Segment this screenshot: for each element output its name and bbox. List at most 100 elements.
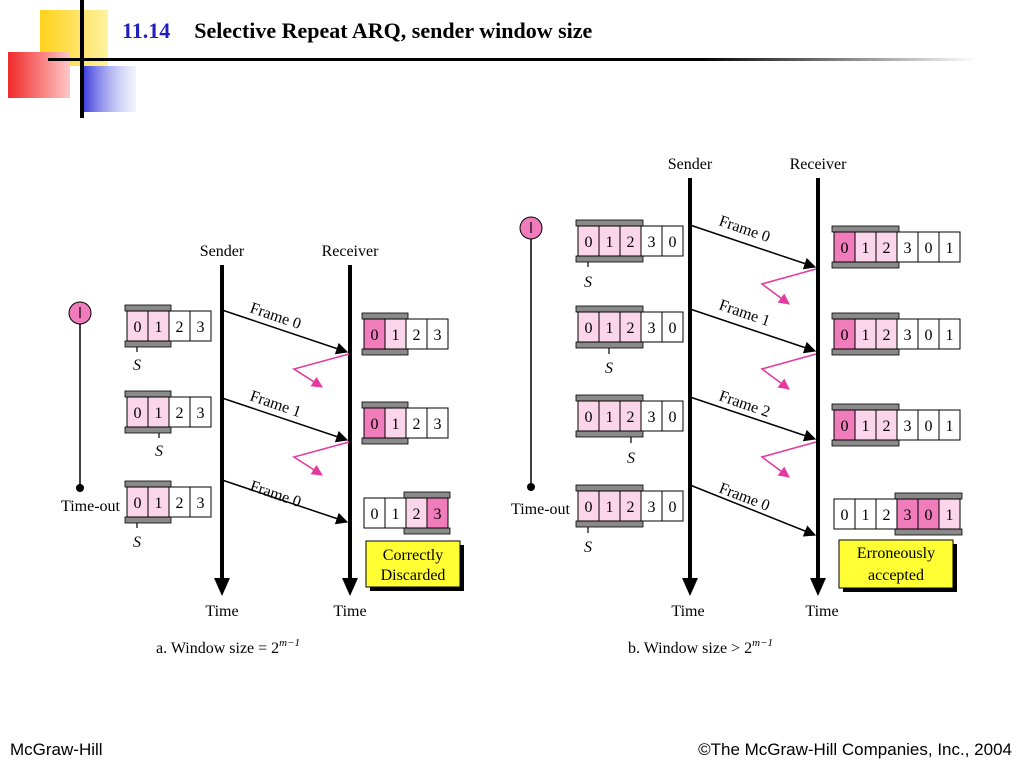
sender-time-arrowhead-a <box>214 578 230 596</box>
frame-label-b-0: Frame 0 <box>717 213 773 246</box>
diagram-a: Sender Receiver Time Time Time-out Frame… <box>61 243 464 657</box>
window-cell <box>426 497 449 529</box>
frame-arrow-a-2 <box>221 479 349 525</box>
frame-arrow-b-2 <box>689 396 817 442</box>
window-cell-number: 0 <box>925 327 933 344</box>
window-bottom-bar <box>124 516 172 524</box>
frame-arrow-b-1 <box>689 308 817 354</box>
window-cell-number: 3 <box>904 327 912 344</box>
window-cell-number: 0 <box>585 409 593 426</box>
window-cell <box>938 498 961 530</box>
note-line2-b: accepted <box>868 567 924 584</box>
lost-ack-arrow-b-0 <box>760 268 817 305</box>
note-line2-a: Discarded <box>381 567 446 584</box>
frame-arrow-a-1 <box>221 397 349 443</box>
window-cell-number: 0 <box>371 416 379 433</box>
frame-arrow-b-0 <box>689 224 817 270</box>
window-top-bar <box>124 480 172 488</box>
window-cell-number: 2 <box>883 507 891 524</box>
window-cell-number: 2 <box>176 405 184 422</box>
window-cell-number: 2 <box>176 495 184 512</box>
window-cell-number: 1 <box>862 327 870 344</box>
note-line1-a: Correctly <box>383 547 443 564</box>
window-cell-number: 1 <box>606 409 614 426</box>
window-bottom-bar <box>403 527 451 535</box>
timeout-label-a: Time-out <box>61 498 121 515</box>
window-cell-number: 0 <box>841 418 849 435</box>
window-cell <box>661 225 684 257</box>
window-top-bar <box>575 305 644 313</box>
receiver-time-label-b: Time <box>805 603 838 620</box>
window-cell-number: 3 <box>904 418 912 435</box>
window-cell-number: 2 <box>627 499 635 516</box>
s-label-b-0: S <box>584 274 592 291</box>
timeout-label-b: Time-out <box>511 501 571 518</box>
frame-label-b-1: Frame 1 <box>717 297 773 330</box>
window-cell-number: 2 <box>627 409 635 426</box>
window-cell-number: 2 <box>883 418 891 435</box>
s-label-b-2: S <box>627 450 635 467</box>
window-cell <box>661 400 684 432</box>
window-cell-number: 3 <box>904 507 912 524</box>
window-cell <box>426 407 449 439</box>
window-cell <box>661 490 684 522</box>
window-cell-number: 2 <box>883 327 891 344</box>
window-top-bar <box>831 225 900 233</box>
window-cell-number: 3 <box>648 320 656 337</box>
window-cell-number: 2 <box>627 234 635 251</box>
window-cell-number: 1 <box>606 320 614 337</box>
footer-publisher: McGraw-Hill <box>10 740 103 759</box>
window-cell <box>189 310 212 342</box>
window-top-bar <box>575 219 644 227</box>
s-label-a-2: S <box>133 534 141 551</box>
window-cell-number: 1 <box>862 418 870 435</box>
window-top-bar <box>575 484 644 492</box>
s-label-a-0: S <box>133 357 141 374</box>
window-bottom-bar <box>894 528 963 536</box>
frame-label-a-2: Frame 0 <box>248 478 304 511</box>
slide-decoration <box>8 0 136 118</box>
window-cell-number: 1 <box>946 240 954 257</box>
window-cell-number: 1 <box>946 507 954 524</box>
window-cell-number: 2 <box>627 320 635 337</box>
receiver-time-label-a: Time <box>333 603 366 620</box>
window-cell <box>189 396 212 428</box>
window-cell-number: 0 <box>669 499 677 516</box>
receiver-label-b: Receiver <box>790 156 848 173</box>
receiver-time-arrowhead-a <box>342 578 358 596</box>
window-cell-number: 3 <box>648 409 656 426</box>
window-top-bar <box>894 492 963 500</box>
window-cell-number: 2 <box>413 327 421 344</box>
window-top-bar <box>124 304 172 312</box>
diagram-b: Sender Receiver Time Time Time-out Frame… <box>511 156 963 657</box>
window-cell-number: 3 <box>197 495 205 512</box>
window-cell-number: 1 <box>946 418 954 435</box>
window-top-bar <box>575 394 644 402</box>
window-cell-number: 0 <box>669 234 677 251</box>
note-line1-b: Erroneously <box>857 545 935 562</box>
frame-arrow-a-0 <box>221 309 349 355</box>
window-bottom-bar <box>575 255 644 263</box>
window-cell-number: 0 <box>585 499 593 516</box>
window-cell-number: 0 <box>134 405 142 422</box>
s-label-b-1: S <box>605 360 613 377</box>
window-cell-number: 3 <box>434 416 442 433</box>
window-cell-number: 1 <box>606 234 614 251</box>
window-cell-number: 2 <box>413 416 421 433</box>
window-top-bar <box>124 390 172 398</box>
window-cell-number: 0 <box>585 234 593 251</box>
window-cell-number: 0 <box>841 240 849 257</box>
window-cell-number: 1 <box>155 495 163 512</box>
window-top-bar <box>403 491 451 499</box>
